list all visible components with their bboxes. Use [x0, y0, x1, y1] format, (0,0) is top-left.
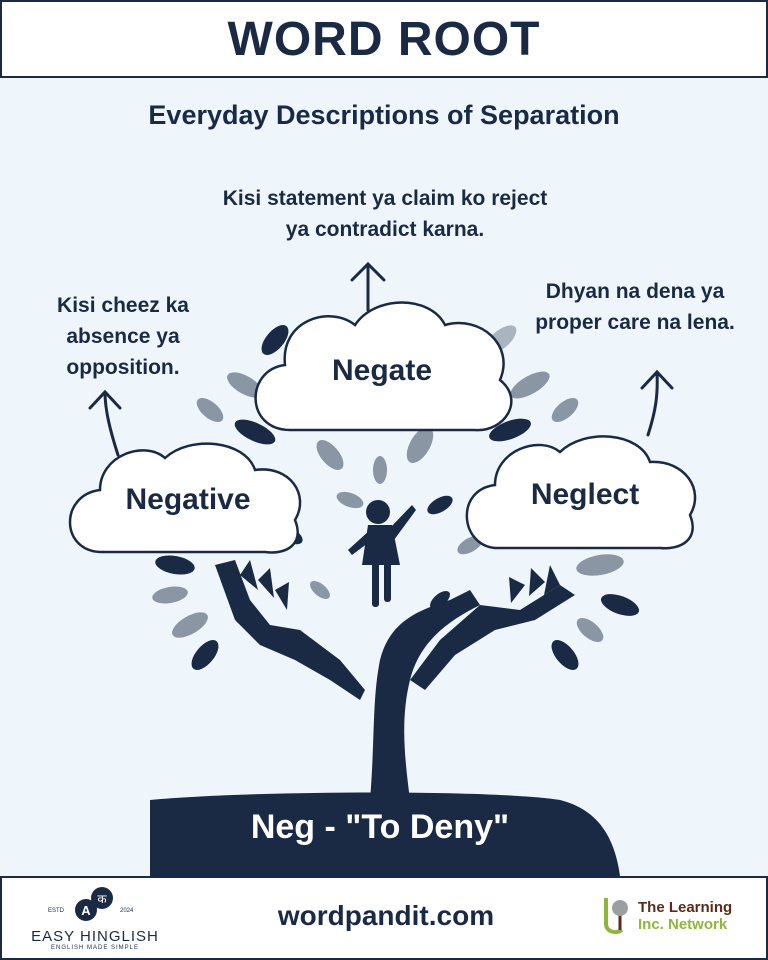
arrow-up-icon: [350, 261, 386, 312]
description-negative: Kisi cheez ka absence ya opposition.: [57, 294, 189, 379]
logo-line2: Inc. Network: [638, 916, 728, 933]
arrow-up-icon: [88, 389, 122, 457]
word-negative: Negative: [125, 483, 251, 516]
tree-logo-icon: [604, 898, 628, 934]
footer: ESTD A क 2024 EASY HINGLISH ENGLISH MADE…: [0, 876, 768, 960]
arrow-up-icon: [640, 369, 674, 437]
logo-estd: ESTD: [48, 908, 65, 914]
right-hand: [410, 585, 575, 690]
website-link[interactable]: wordpandit.com: [277, 900, 495, 931]
tree-trunk: [370, 590, 480, 800]
cloud-negate: [254, 301, 513, 432]
root-base: [150, 792, 620, 876]
left-hand: [215, 560, 365, 700]
learning-inc-logo: The Learning Inc. Network: [602, 896, 732, 936]
easy-hinglish-logo: ESTD A क 2024 EASY HINGLISH ENGLISH MADE…: [30, 882, 160, 951]
svg-text:क: क: [97, 892, 107, 906]
subtitle: Everyday Descriptions of Separation: [148, 100, 620, 130]
page-title: WORD ROOT: [227, 12, 541, 66]
root-label: Neg - "To Deny": [250, 808, 510, 846]
child-figure: [348, 500, 416, 607]
logo-year: 2024: [120, 908, 134, 914]
logo-name: EASY HINGLISH: [31, 928, 159, 945]
description-negate: Kisi statement ya claim ko reject ya con…: [222, 187, 548, 241]
logo-tagline: ENGLISH MADE SIMPLE: [50, 945, 140, 951]
logo-line1: The Learning: [638, 899, 733, 916]
cloud-neglect: [465, 435, 697, 550]
word-negate: Negate: [331, 354, 433, 387]
svg-text:A: A: [81, 903, 91, 918]
header: WORD ROOT: [0, 0, 768, 78]
word-neglect: Neglect: [530, 478, 640, 511]
cloud-negative: [68, 442, 302, 554]
description-neglect: Dhyan na dena ya proper care na lena.: [535, 280, 735, 334]
speech-bubble-icon: A क: [75, 887, 113, 921]
leaves: [152, 325, 640, 670]
